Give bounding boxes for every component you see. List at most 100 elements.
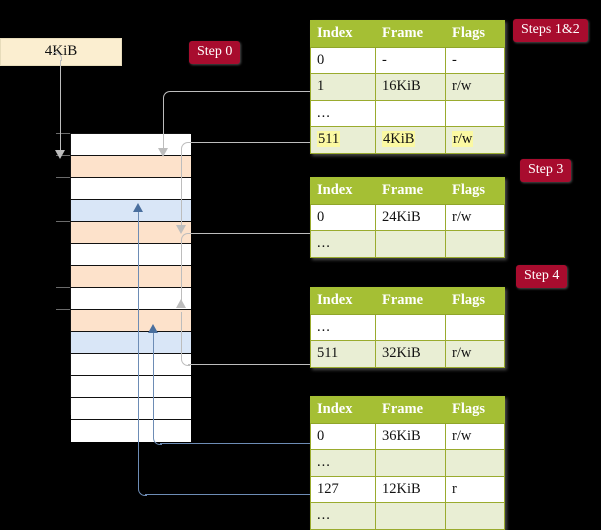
cell-index: 0 bbox=[310, 203, 376, 231]
frame-tick bbox=[56, 287, 70, 288]
cell-index: ... bbox=[310, 230, 376, 258]
badge-step-4: Step 4 bbox=[516, 265, 568, 288]
connector-line bbox=[188, 364, 312, 365]
table-row: 0 36KiB r/w bbox=[310, 422, 505, 450]
cell-text: r/w bbox=[452, 427, 472, 444]
cell-flags: r/w bbox=[445, 203, 505, 231]
cell-text: r/w bbox=[452, 78, 472, 94]
memory-frame bbox=[71, 332, 191, 354]
memory-frame bbox=[71, 134, 191, 156]
cell-frame: 24KiB bbox=[375, 203, 446, 231]
memory-frame bbox=[71, 266, 191, 288]
table-body: 0 24KiB r/w... bbox=[310, 203, 505, 258]
arrow-head-down bbox=[158, 148, 168, 157]
cell-frame bbox=[375, 313, 446, 341]
cell-text: 16KiB bbox=[382, 78, 421, 94]
badge-steps-1-2: Steps 1&2 bbox=[513, 19, 588, 42]
cell-flags bbox=[445, 230, 505, 258]
table-row: ... bbox=[310, 99, 505, 127]
connector-corner bbox=[181, 142, 190, 151]
cell-text: 32KiB bbox=[382, 345, 421, 361]
cell-index: 511 bbox=[310, 340, 376, 368]
cell-index: ... bbox=[310, 99, 376, 127]
cell-flags bbox=[445, 502, 505, 530]
col-header-index: Index bbox=[310, 287, 376, 315]
connector-line bbox=[170, 91, 312, 92]
cell-text: 511 bbox=[317, 345, 339, 361]
page-table-level-3: Index Frame Flags 0 24KiB r/w... bbox=[310, 177, 505, 258]
arrow-head-up-blue bbox=[148, 324, 158, 333]
col-header-index: Index bbox=[310, 20, 376, 48]
connector-corner bbox=[181, 233, 190, 242]
connector-line-blue bbox=[145, 494, 312, 495]
cell-index: 0 bbox=[310, 422, 376, 450]
frame-tick bbox=[56, 177, 70, 178]
physical-memory-column bbox=[70, 133, 191, 442]
memory-frame bbox=[71, 156, 191, 178]
source-address-tag: 4KiB bbox=[0, 38, 122, 66]
cell-frame: - bbox=[375, 46, 446, 74]
memory-frame bbox=[71, 376, 191, 398]
connector-line bbox=[188, 142, 312, 143]
col-header-flags: Flags bbox=[445, 20, 505, 48]
cell-text: 511 bbox=[317, 131, 341, 147]
cell-text: 12KiB bbox=[382, 480, 421, 497]
table-row: 511 32KiB r/w bbox=[310, 340, 505, 368]
col-header-frame: Frame bbox=[375, 177, 446, 205]
badge-step-3: Step 3 bbox=[520, 159, 572, 182]
cell-index: 1 bbox=[310, 73, 376, 101]
cell-text: 0 bbox=[317, 51, 325, 68]
badge-step-0: Step 0 bbox=[189, 41, 241, 64]
col-header-index: Index bbox=[310, 396, 376, 424]
memory-frame bbox=[71, 398, 191, 420]
table-row: 1 16KiB r/w bbox=[310, 73, 505, 101]
cell-index: 511 bbox=[310, 126, 376, 154]
connector-line bbox=[181, 150, 182, 227]
cell-text: 0 bbox=[317, 427, 325, 444]
cell-frame: 32KiB bbox=[375, 340, 446, 368]
connector-corner bbox=[163, 91, 172, 100]
connector-line bbox=[181, 241, 182, 307]
cell-frame bbox=[375, 99, 446, 127]
connector-line-blue bbox=[153, 333, 154, 437]
cell-text: ... bbox=[317, 507, 331, 523]
table-row: ... bbox=[310, 230, 505, 258]
cell-flags: r/w bbox=[445, 340, 505, 368]
cell-text: 0 bbox=[317, 208, 325, 225]
memory-frame bbox=[71, 310, 191, 332]
memory-frame bbox=[71, 244, 191, 266]
table-row: ... bbox=[310, 313, 505, 341]
cell-frame bbox=[375, 502, 446, 530]
cell-text: ... bbox=[317, 104, 331, 121]
cell-frame: 16KiB bbox=[375, 73, 446, 101]
connector-corner bbox=[53, 52, 62, 61]
cell-index: 127 bbox=[310, 475, 376, 503]
col-header-index: Index bbox=[310, 177, 376, 205]
cell-frame bbox=[375, 449, 446, 477]
cell-text: 24KiB bbox=[382, 208, 421, 225]
cell-flags: r/w bbox=[445, 126, 505, 154]
col-header-frame: Frame bbox=[375, 20, 446, 48]
cell-text: 4KiB bbox=[382, 131, 416, 147]
col-header-flags: Flags bbox=[445, 177, 505, 205]
arrow-head-down bbox=[176, 225, 186, 234]
connector-line bbox=[60, 60, 61, 152]
table-row: 511 4KiB r/w bbox=[310, 126, 505, 154]
cell-frame bbox=[375, 230, 446, 258]
cell-flags bbox=[445, 449, 505, 477]
connector-line bbox=[181, 312, 182, 358]
cell-index: ... bbox=[310, 313, 376, 341]
memory-frame bbox=[71, 420, 191, 442]
cell-flags bbox=[445, 313, 505, 341]
cell-flags: r/w bbox=[445, 73, 505, 101]
cell-frame: 36KiB bbox=[375, 422, 446, 450]
memory-frame bbox=[71, 178, 191, 200]
col-header-frame: Frame bbox=[375, 396, 446, 424]
memory-frame bbox=[71, 200, 191, 222]
cell-index: ... bbox=[310, 449, 376, 477]
connector-corner-blue bbox=[153, 436, 162, 445]
col-header-flags: Flags bbox=[445, 287, 505, 315]
